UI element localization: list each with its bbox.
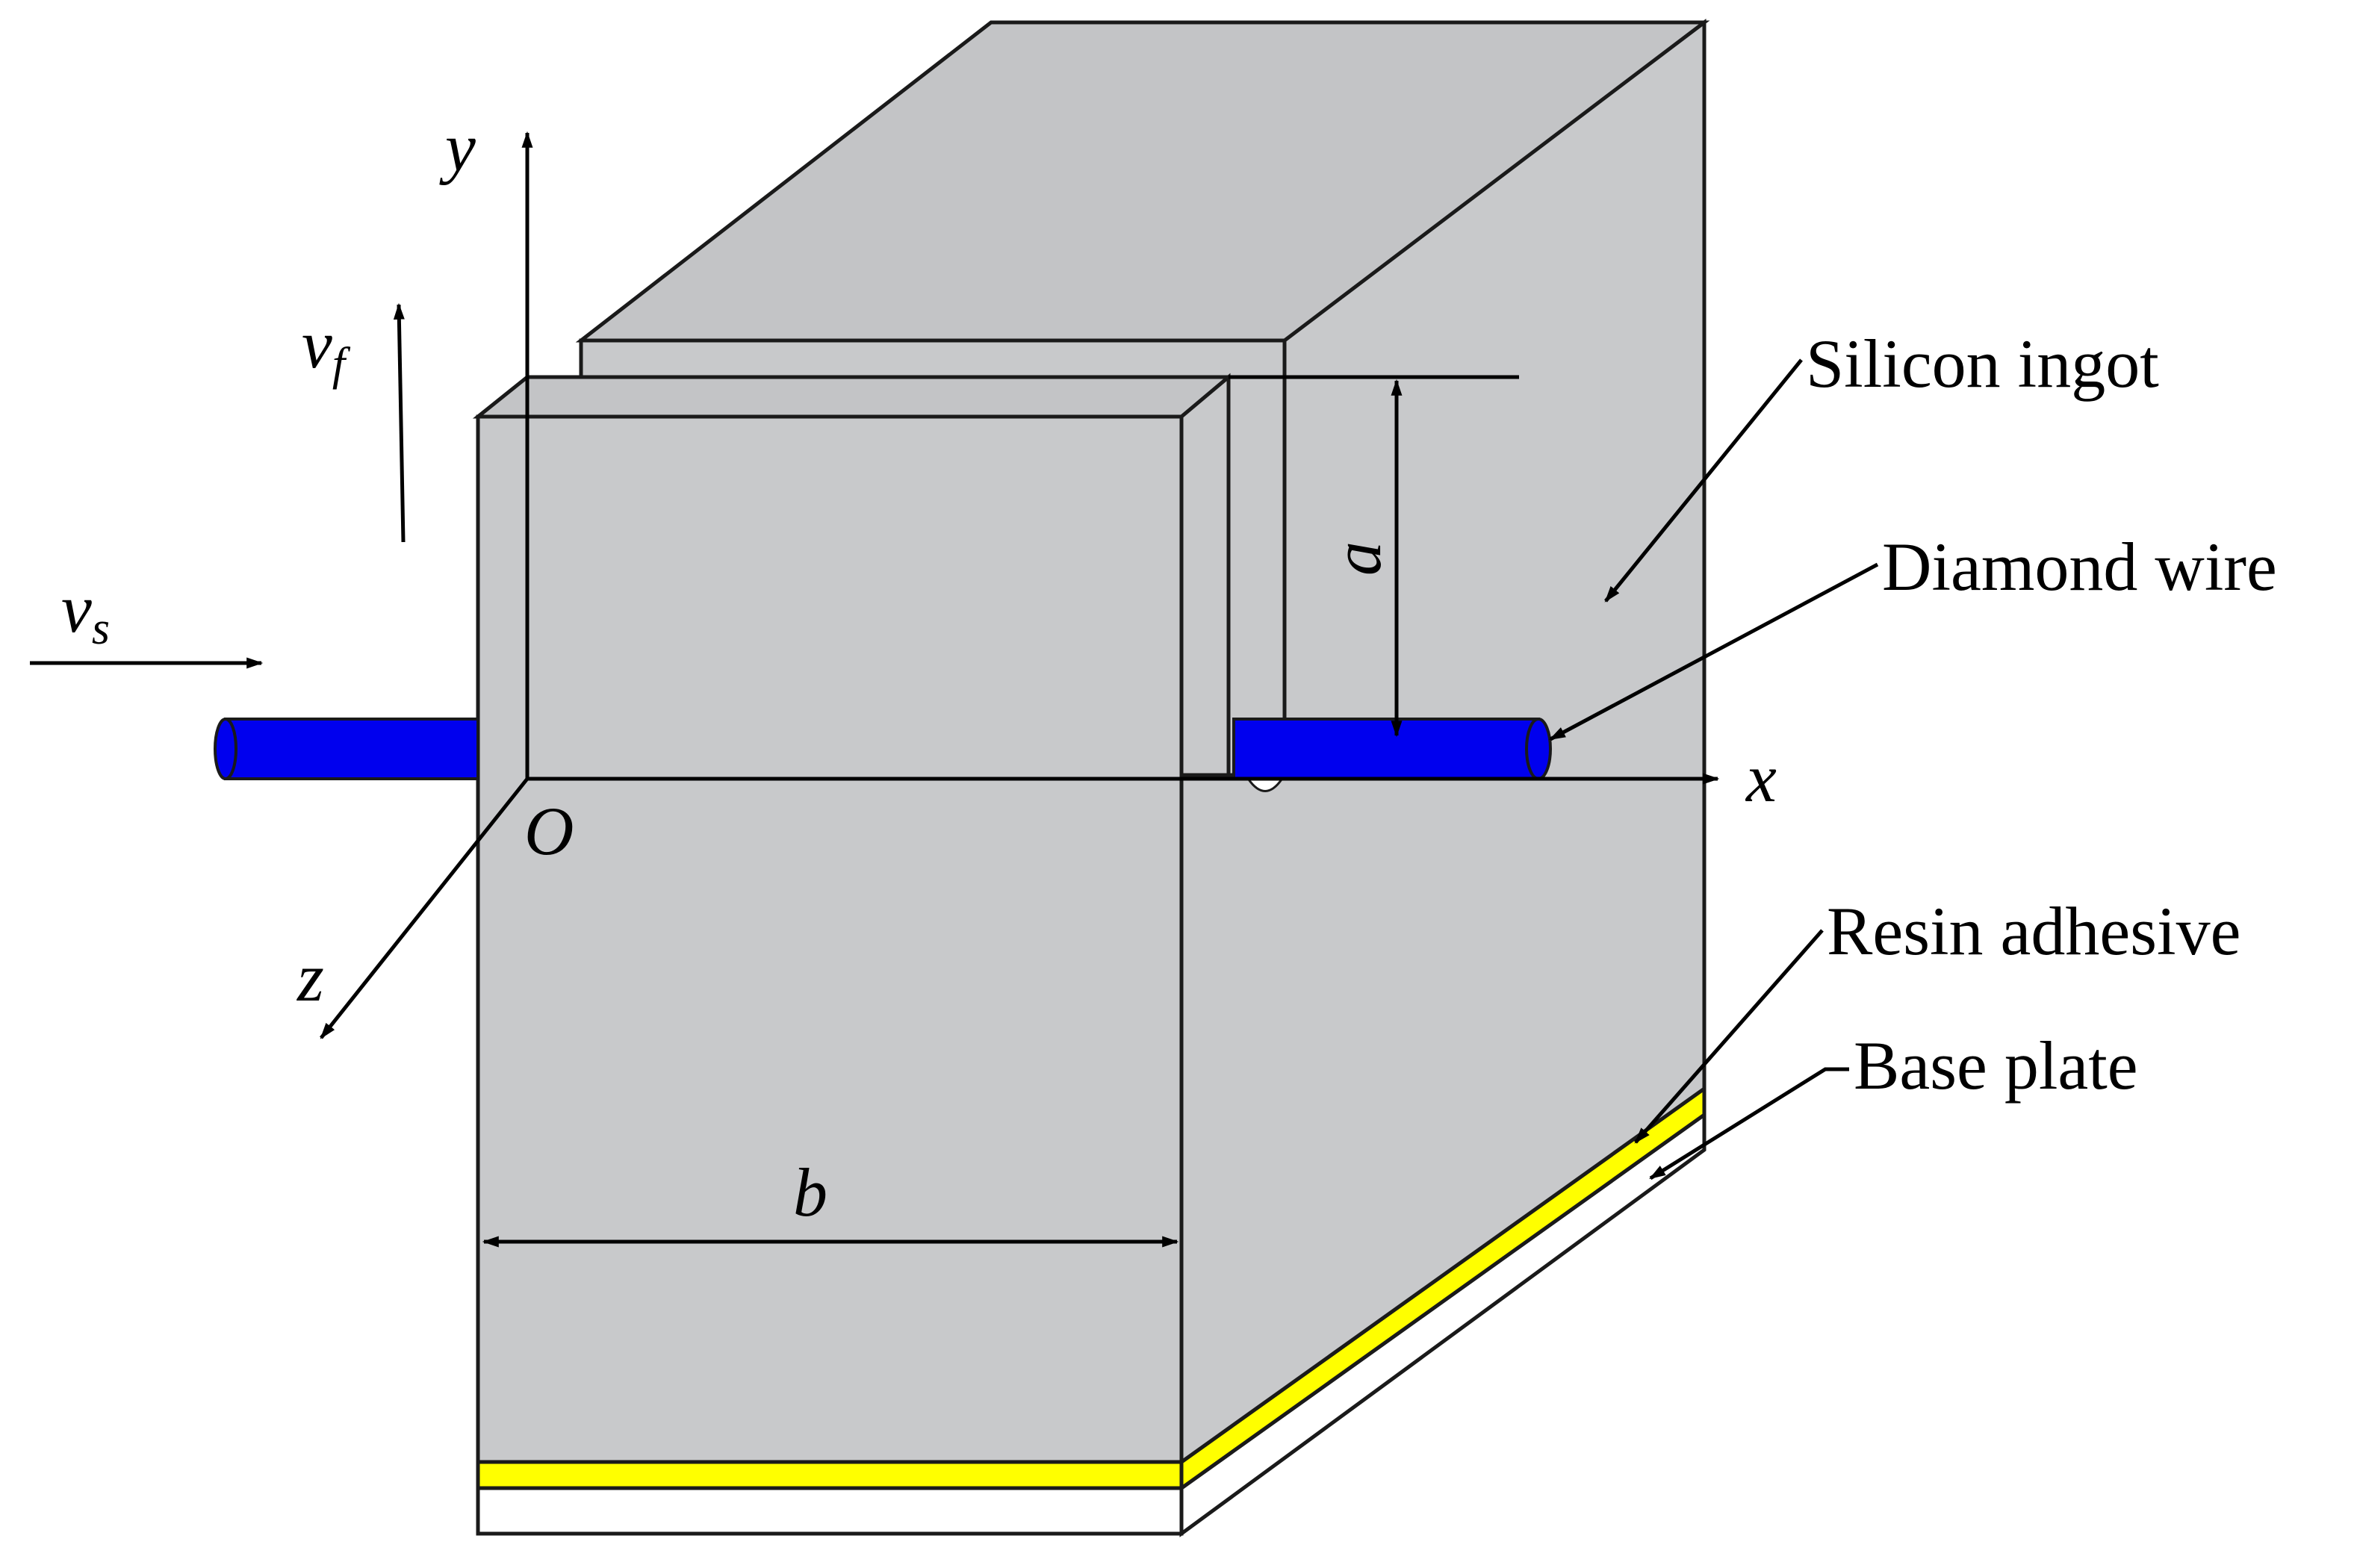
base-plate [476, 1111, 1707, 1537]
wire-kerf-notch [1247, 779, 1283, 792]
diamond-wire [214, 718, 1552, 792]
vf-arrow [393, 302, 406, 543]
ingot-back-slab-face [579, 338, 1287, 379]
dimension-a-label: a [1319, 541, 1395, 576]
diamond-wire-leader [1549, 562, 1879, 741]
base-plate-label: Base plate [1854, 1027, 2138, 1104]
ingot-front-face [476, 414, 1184, 1464]
x-axis-label: x [1745, 740, 1777, 816]
velocity-vectors: vs vf [30, 302, 406, 669]
resin-adhesive-front [476, 1460, 1184, 1490]
vs-label: vs [61, 570, 110, 654]
wire-left-segment [224, 718, 479, 780]
wire-right-segment [1232, 718, 1540, 780]
wire-left-end [214, 718, 237, 780]
resin-adhesive-leader [1634, 929, 1824, 1144]
silicon-ingot-label: Silicon ingot [1806, 326, 2159, 402]
slab-right-face [1179, 373, 1231, 777]
z-axis-arrow [320, 777, 529, 1039]
resin-adhesive-label: Resin adhesive [1827, 893, 2240, 969]
diamond-wire-label: Diamond wire [1882, 529, 2277, 605]
base-plate-leader [1649, 1067, 1849, 1180]
silicon-ingot-leader [1604, 358, 1803, 603]
wire-right-end [1525, 718, 1552, 780]
z-axis-label: z [296, 939, 324, 1015]
dimension-a: a [1229, 375, 1519, 738]
resin-adhesive-layer [476, 1085, 1707, 1492]
kerf-gap [1226, 338, 1287, 777]
dimension-b-label: b [793, 1154, 827, 1231]
callouts: Silicon ingot Diamond wire Resin adhesiv… [1549, 326, 2277, 1180]
y-axis-label: y [439, 109, 476, 185]
coordinate-axes: x y z O [296, 109, 1777, 1039]
slab-top-face [472, 375, 1234, 419]
vf-label: vf [302, 306, 351, 390]
origin-label: O [524, 793, 574, 869]
dimension-b: b [482, 1154, 1179, 1248]
base-plate-front [476, 1486, 1184, 1536]
